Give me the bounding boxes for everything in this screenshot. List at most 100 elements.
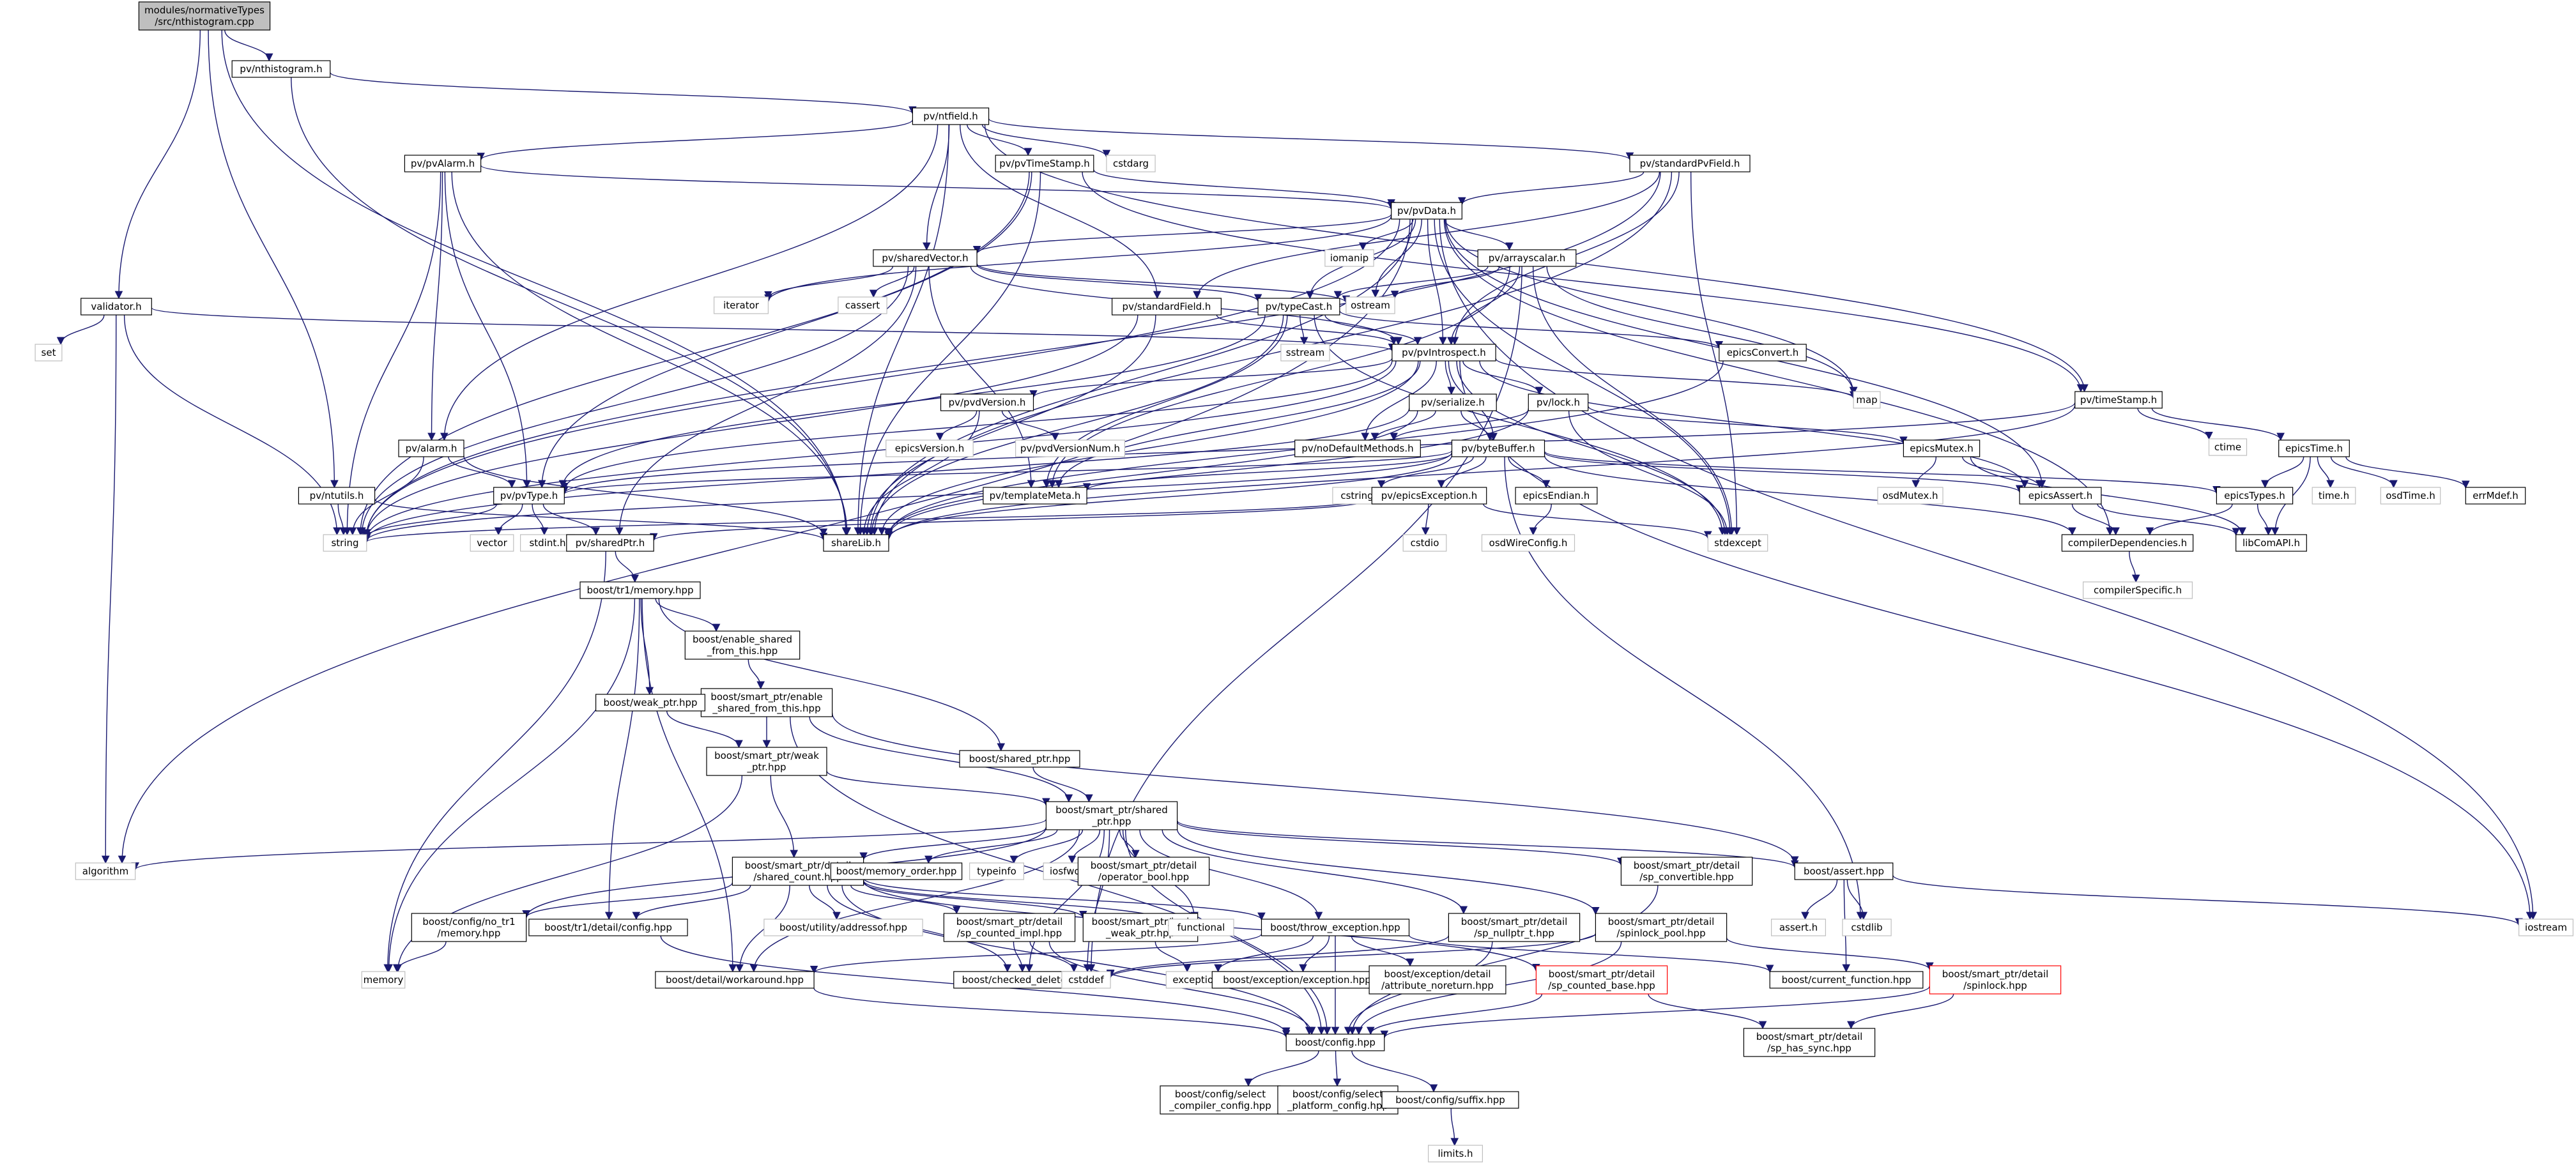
- node-memory-order-hpp[interactable]: boost/memory_order.hpp: [830, 862, 963, 880]
- edge-suffix-hpp-to-limits-h: [1450, 1108, 1459, 1147]
- node-box: [838, 296, 887, 314]
- node-pvutils-h[interactable]: pv/ntutils.h: [298, 487, 376, 505]
- node-sp-weak-ptr-hpp[interactable]: boost/smart_ptr/weak_ptr.hpp: [706, 747, 827, 776]
- node-compilerdeps-h[interactable]: compilerDependencies.h: [2061, 534, 2194, 552]
- node-spinlock-hpp[interactable]: boost/smart_ptr/detail/spinlock.hpp: [1929, 965, 2062, 995]
- edge-serialize-h-to-sharelib-h: [884, 410, 1418, 537]
- node-assert-hpp[interactable]: boost/assert.hpp: [1794, 862, 1894, 880]
- edge-bad-weak-ptr-hpp-to-exception: [1154, 941, 1192, 973]
- edge-pvalarm-h-to-string: [343, 171, 441, 536]
- edge-pvdversion-h-to-epicsversion-h: [935, 410, 977, 441]
- node-spinlock-pool-hpp[interactable]: boost/smart_ptr/detail/spinlock_pool.hpp: [1595, 913, 1728, 942]
- node-pvtype-h[interactable]: pv/pvType.h: [493, 487, 565, 505]
- node-workaround-hpp[interactable]: boost/detail/workaround.hpp: [655, 971, 815, 989]
- node-pvintrospect-h[interactable]: pv/pvIntrospect.h: [1392, 344, 1496, 362]
- node-config-no-tr1-hpp[interactable]: boost/config/no_tr1/memory.hpp: [411, 913, 527, 942]
- node-root[interactable]: modules/normativeTypes/src/nthistogram.c…: [138, 1, 271, 31]
- node-timestamp-h[interactable]: pv/timeStamp.h: [2074, 391, 2163, 409]
- edge-pvtype-h-to-string: [362, 503, 498, 538]
- edge-typecast-h-to-epicsconvert-h: [1339, 310, 1723, 349]
- node-libcomapi-h[interactable]: libComAPI.h: [2235, 534, 2307, 552]
- node-epicstypes-h[interactable]: epicsTypes.h: [2216, 487, 2294, 505]
- node-sp-counted-impl-hpp[interactable]: boost/smart_ptr/detail/sp_counted_impl.h…: [943, 913, 1076, 942]
- edge-pvtimestamp-h-to-pvdata-h: [1093, 169, 1395, 208]
- node-pvalarm2-h[interactable]: pv/alarm.h: [398, 439, 464, 457]
- node-memory: memory: [361, 971, 406, 989]
- node-box: [1368, 965, 1506, 995]
- node-label: epicsEndian.h: [1523, 490, 1590, 501]
- node-box: [2208, 438, 2248, 456]
- node-lock-h[interactable]: pv/lock.h: [1528, 393, 1589, 411]
- node-sp-convertible-hpp[interactable]: boost/smart_ptr/detail/sp_convertible.hp…: [1620, 857, 1753, 886]
- edge-root-to-pvutils-h: [208, 29, 339, 489]
- node-label: cstdio: [1411, 537, 1439, 549]
- node-tr1memory-hpp[interactable]: boost/tr1/memory.hpp: [579, 581, 701, 599]
- node-sp-counted-base-hpp[interactable]: boost/smart_ptr/detail/sp_counted_base.h…: [1535, 965, 1668, 995]
- node-exception-hpp[interactable]: boost/exception/exception.hpp: [1211, 971, 1383, 989]
- node-templatemeta-h[interactable]: pv/templateMeta.h: [983, 487, 1087, 505]
- node-epicstime-h[interactable]: epicsTime.h: [2278, 439, 2350, 457]
- node-select-platform-hpp[interactable]: boost/config/select_platform_config.hpp: [1277, 1085, 1399, 1115]
- node-label: map: [1856, 394, 1877, 406]
- node-epicsexception-h[interactable]: pv/epicsException.h: [1371, 487, 1487, 505]
- node-nodefaultmethods-h[interactable]: pv/noDefaultMethods.h: [1294, 439, 1421, 457]
- node-sp-enable-shared-hpp[interactable]: boost/smart_ptr/enable_shared_from_this.…: [700, 688, 833, 717]
- node-box: [1769, 971, 1924, 989]
- node-validator-h[interactable]: validator.h: [80, 298, 152, 316]
- node-standardfield-h[interactable]: pv/standardField.h: [1111, 298, 1222, 316]
- node-weak-ptr-hpp[interactable]: boost/weak_ptr.hpp: [595, 694, 705, 712]
- node-bytebuffer-h[interactable]: pv/byteBuffer.h: [1451, 439, 1545, 457]
- node-suffix-hpp[interactable]: boost/config/suffix.hpp: [1381, 1091, 1519, 1109]
- node-label: pv/pvTimeStamp.h: [999, 158, 1090, 169]
- node-sharelib-h[interactable]: shareLib.h: [823, 534, 889, 552]
- node-pvdata-h[interactable]: pv/pvData.h: [1391, 202, 1462, 220]
- node-sp-shared-ptr-hpp[interactable]: boost/smart_ptr/shared_ptr.hpp: [1045, 801, 1178, 830]
- node-pvdversion-h[interactable]: pv/pvdVersion.h: [940, 393, 1034, 411]
- node-epicsmutex-h[interactable]: epicsMutex.h: [1903, 439, 1981, 457]
- node-current-function-hpp[interactable]: boost/current_function.hpp: [1769, 971, 1924, 989]
- node-sharedvector-h[interactable]: pv/sharedVector.h: [873, 249, 977, 267]
- node-label: pv/templateMeta.h: [990, 490, 1081, 501]
- edge-sp-enable-shared-hpp-to-sp-shared-ptr-hpp: [809, 716, 1073, 803]
- node-ntfield-h[interactable]: pv/ntfield.h: [912, 107, 990, 125]
- node-epicsendian-h[interactable]: epicsEndian.h: [1515, 487, 1598, 505]
- node-epicsconvert-h[interactable]: epicsConvert.h: [1719, 344, 1807, 362]
- edge-pvalarm-h-to-pvalarm2-h: [427, 171, 443, 441]
- node-serialize-h[interactable]: pv/serialize.h: [1409, 393, 1497, 411]
- node-operator-bool-hpp[interactable]: boost/smart_ptr/detail/operator_bool.hpp: [1077, 857, 1210, 886]
- node-pvtimestamp-h[interactable]: pv/pvTimeStamp.h: [995, 155, 1094, 172]
- edge-sp-counted-base-hpp-to-sp-has-sync-hpp: [1648, 993, 1767, 1030]
- node-enable-shared-hpp[interactable]: boost/enable_shared_from_this.hpp: [684, 630, 801, 660]
- node-label: _platform_config.hpp: [1287, 1100, 1388, 1112]
- node-label: pv/pvIntrospect.h: [1402, 347, 1486, 358]
- node-config-hpp[interactable]: boost/config.hpp: [1285, 1034, 1385, 1051]
- node-tr1-config-hpp[interactable]: boost/tr1/detail/config.hpp: [528, 919, 688, 936]
- edge-epicstime-h-to-errmdef-h: [2345, 456, 2470, 489]
- node-shared-ptr-hpp[interactable]: boost/shared_ptr.hpp: [959, 750, 1080, 768]
- edge-sp-shared-ptr-hpp-to-sp-convertible-hpp: [1176, 821, 1625, 866]
- node-standardpvfield-h[interactable]: pv/standardPvField.h: [1629, 155, 1751, 172]
- edge-spinlock-hpp-to-sp-has-sync-hpp: [1847, 993, 1954, 1030]
- node-pvalarm-h[interactable]: pv/pvAlarm.h: [404, 155, 482, 172]
- edge-standardpvfield-h-to-pvdata-h: [1458, 171, 1644, 206]
- node-sp-has-sync-hpp[interactable]: boost/smart_ptr/detail/sp_has_sync.hpp: [1743, 1028, 1876, 1057]
- node-sharedptr-h[interactable]: pv/sharedPtr.h: [566, 534, 654, 552]
- node-nthistogram-h[interactable]: pv/nthistogram.h: [231, 60, 331, 78]
- node-box: [969, 862, 1024, 880]
- node-errmdef-h[interactable]: errMdef.h: [2465, 487, 2526, 505]
- node-epicsassert-h[interactable]: epicsAssert.h: [2019, 487, 2102, 505]
- node-typecast-h[interactable]: pv/typeCast.h: [1257, 298, 1340, 316]
- node-label: osdWireConfig.h: [1489, 537, 1568, 549]
- node-label: /attribute_noreturn.hpp: [1381, 980, 1494, 992]
- node-attribute-noreturn-hpp[interactable]: boost/exception/detail/attribute_noretur…: [1368, 965, 1506, 995]
- edge-bytebuffer-h-to-cstdlib: [1504, 456, 1865, 920]
- node-stdint-h: stdint.h: [519, 534, 575, 552]
- node-sp-nullptr-hpp[interactable]: boost/smart_ptr/detail/sp_nullptr_t.hpp: [1448, 913, 1581, 942]
- node-select-compiler-hpp[interactable]: boost/config/select_compiler_config.hpp: [1160, 1085, 1281, 1115]
- node-box: [713, 296, 769, 314]
- node-throw-exception-hpp[interactable]: boost/throw_exception.hpp: [1261, 919, 1410, 936]
- edge-epicsexception-h-to-string: [363, 498, 1372, 543]
- node-box: [1771, 919, 1827, 936]
- node-arrayscalar-h[interactable]: pv/arrayscalar.h: [1477, 249, 1577, 267]
